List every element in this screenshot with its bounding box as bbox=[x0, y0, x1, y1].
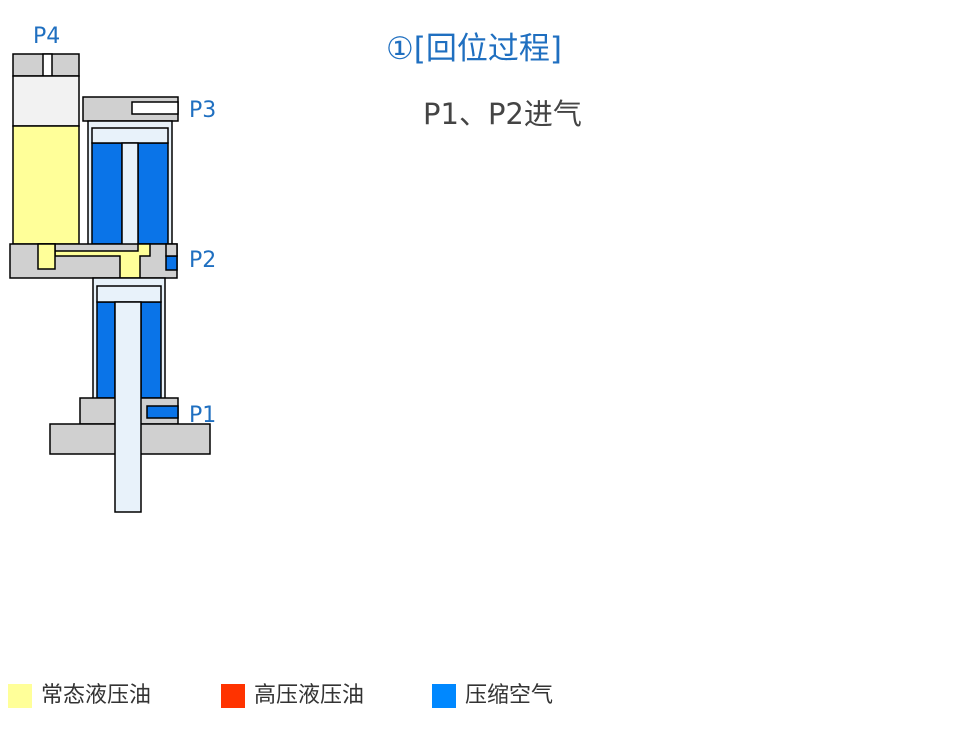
legend-swatch-high-pressure-oil bbox=[221, 684, 245, 708]
legend-item-high-pressure-oil: 高压液压油 bbox=[221, 684, 364, 708]
lower-piston-head bbox=[96, 285, 162, 303]
port-label-p2: P2 bbox=[189, 248, 217, 273]
page-title: ①[回位过程] bbox=[386, 31, 562, 67]
reservoir-oil bbox=[12, 125, 80, 245]
legend-item-compressed-air: 压缩空气 bbox=[432, 684, 553, 708]
port-label-p1: P1 bbox=[189, 403, 217, 428]
upper-piston-rod bbox=[121, 142, 139, 246]
oil-passage-channel bbox=[37, 243, 56, 270]
legend-item-normal-oil: 常态液压油 bbox=[8, 684, 151, 708]
reservoir-air-space bbox=[12, 75, 80, 127]
legend-label-high-pressure-oil: 高压液压油 bbox=[254, 683, 365, 708]
page-subtitle: P1、P2进气 bbox=[423, 97, 582, 131]
legend-swatch-compressed-air bbox=[432, 684, 456, 708]
upper-piston-head bbox=[91, 127, 169, 144]
output-rod bbox=[114, 301, 142, 513]
p2-air-passage bbox=[165, 255, 178, 271]
upper-chamber-right bbox=[137, 142, 169, 245]
upper-chamber-left bbox=[91, 142, 123, 245]
p1-air-passage bbox=[146, 405, 179, 419]
reservoir-cap-port bbox=[42, 53, 53, 77]
p2-port-notch bbox=[165, 243, 178, 257]
legend-swatch-normal-oil bbox=[8, 684, 32, 708]
lower-chamber-right bbox=[140, 301, 162, 399]
port-label-p3: P3 bbox=[189, 98, 217, 123]
lower-chamber-left bbox=[96, 301, 116, 399]
oil-passage bbox=[38, 243, 151, 279]
cylinder-head-port bbox=[131, 101, 179, 115]
legend-label-compressed-air: 压缩空气 bbox=[465, 683, 554, 708]
legend-label-normal-oil: 常态液压油 bbox=[41, 683, 152, 708]
middle-block bbox=[9, 243, 178, 279]
port-label-p4: P4 bbox=[33, 24, 61, 49]
